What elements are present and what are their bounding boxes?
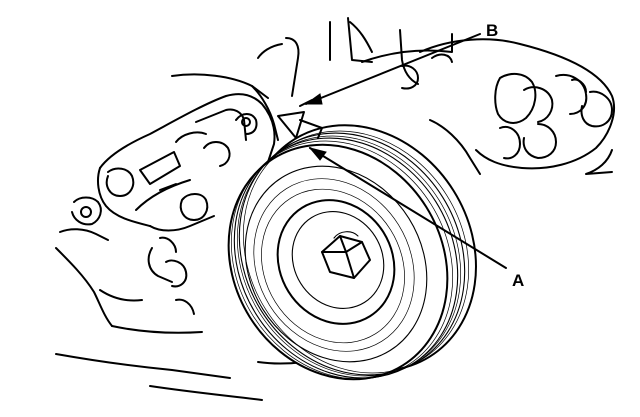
timing-pointer xyxy=(277,99,323,139)
callout-label-a: A xyxy=(512,271,525,290)
engine-lower-section xyxy=(55,236,349,401)
engine-block-upper xyxy=(257,17,453,97)
leader-line-b xyxy=(304,33,481,105)
engine-right-components xyxy=(401,38,615,175)
leader-line-a xyxy=(308,147,507,269)
crankshaft-pulley xyxy=(227,124,477,381)
engine-bracket-left xyxy=(59,73,279,241)
callout-label-b: B xyxy=(486,21,499,40)
